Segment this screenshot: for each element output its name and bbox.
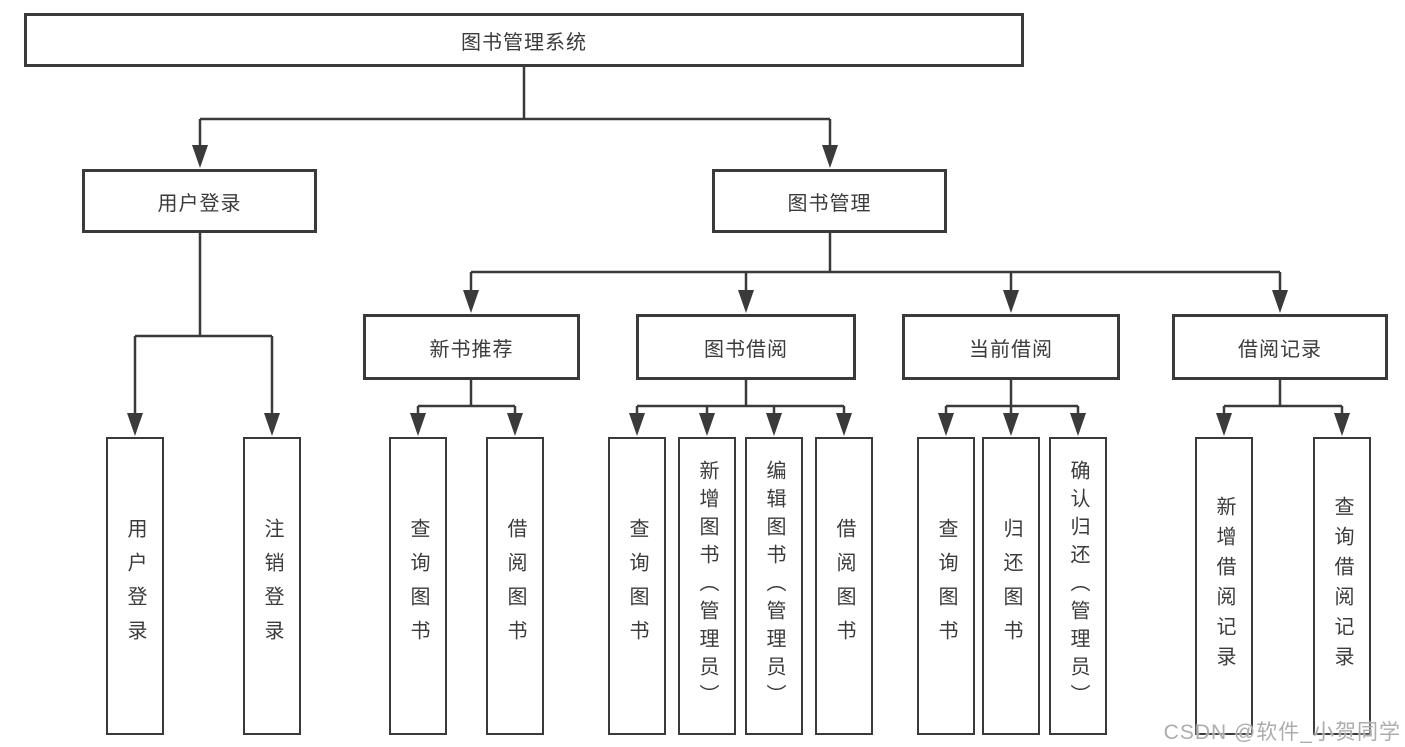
leaf-label: 用户登录 — [124, 518, 146, 654]
leaf-label: 新增借阅记录 — [1213, 496, 1235, 676]
node-label: 用户登录 — [157, 192, 242, 215]
node-user-login: 用户登录 — [82, 169, 317, 233]
connector-new-book — [416, 380, 517, 415]
arrowhead — [1216, 413, 1232, 436]
leaf-query-books-recommend: 查询图书 — [389, 437, 447, 735]
leaf-label: 查询图书 — [626, 518, 648, 654]
leaf-label: 查询图书 — [935, 518, 957, 654]
node-current-borrow: 当前借阅 — [902, 314, 1120, 380]
leaf-edit-books-admin: 编辑图书（管理员） — [745, 437, 803, 735]
arrowhead — [264, 413, 280, 436]
arrowhead — [738, 290, 754, 313]
node-new-book-recommend: 新书推荐 — [363, 314, 580, 380]
node-book-borrow: 图书借阅 — [636, 314, 856, 380]
arrowhead — [1070, 413, 1086, 436]
node-label: 图书管理系统 — [461, 31, 587, 54]
node-book-management: 图书管理 — [712, 169, 947, 233]
leaf-borrow-books-recommend: 借阅图书 — [486, 437, 544, 735]
leaf-add-books-admin: 新增图书（管理员） — [678, 437, 736, 735]
connector-root — [198, 67, 832, 147]
arrowhead — [410, 413, 426, 436]
leaf-logout: 注销登录 — [243, 437, 301, 735]
leaf-label: 借阅图书 — [833, 518, 855, 654]
arrowhead — [507, 413, 523, 436]
leaf-label: 注销登录 — [261, 518, 283, 654]
connector-book-borrow — [635, 380, 846, 415]
node-label: 图书借阅 — [704, 338, 788, 361]
node-library-management-system: 图书管理系统 — [24, 13, 1024, 67]
leaf-confirm-return-admin: 确认归还（管理员） — [1049, 437, 1107, 735]
arrowhead — [1272, 290, 1288, 313]
leaf-label: 查询借阅记录 — [1331, 496, 1353, 676]
arrowhead — [822, 145, 838, 168]
connector-lines — [133, 67, 1344, 415]
connector-book-management — [469, 233, 1282, 292]
arrowhead — [1003, 413, 1019, 436]
connector-current-borrow — [944, 380, 1080, 415]
arrowhead — [699, 413, 715, 436]
node-label: 新书推荐 — [429, 338, 514, 361]
leaf-label: 归还图书 — [1000, 518, 1022, 654]
arrowhead — [766, 413, 782, 436]
leaf-borrow-books: 借阅图书 — [815, 437, 873, 735]
leaf-user-login: 用户登录 — [106, 437, 164, 735]
connector-user-login — [133, 233, 274, 415]
leaf-query-borrow-record: 查询借阅记录 — [1313, 437, 1371, 735]
arrowheads — [127, 145, 1350, 436]
leaf-label: 编辑图书（管理员） — [763, 460, 785, 712]
node-label: 图书管理 — [787, 192, 872, 215]
leaf-query-books-current: 查询图书 — [917, 437, 975, 735]
leaf-label: 确认归还（管理员） — [1067, 460, 1089, 712]
arrowhead — [836, 413, 852, 436]
node-borrow-record: 借阅记录 — [1172, 314, 1388, 380]
leaf-query-books-borrow: 查询图书 — [608, 437, 666, 735]
leaf-add-borrow-record: 新增借阅记录 — [1195, 437, 1253, 735]
arrowhead — [463, 290, 479, 313]
watermark: CSDN @软件_小贺同学 — [1163, 721, 1401, 744]
leaf-label: 新增图书（管理员） — [696, 460, 718, 712]
arrowhead — [1003, 290, 1019, 313]
arrowhead — [192, 145, 208, 168]
arrowhead — [127, 413, 143, 436]
arrowhead — [938, 413, 954, 436]
arrowhead — [1334, 413, 1350, 436]
node-label: 当前借阅 — [969, 338, 1053, 361]
arrowhead — [629, 413, 645, 436]
leaf-label: 查询图书 — [407, 518, 429, 654]
connector-borrow-record — [1222, 380, 1344, 415]
leaf-return-books: 归还图书 — [982, 437, 1040, 735]
node-label: 借阅记录 — [1238, 338, 1322, 361]
leaf-label: 借阅图书 — [504, 518, 526, 654]
